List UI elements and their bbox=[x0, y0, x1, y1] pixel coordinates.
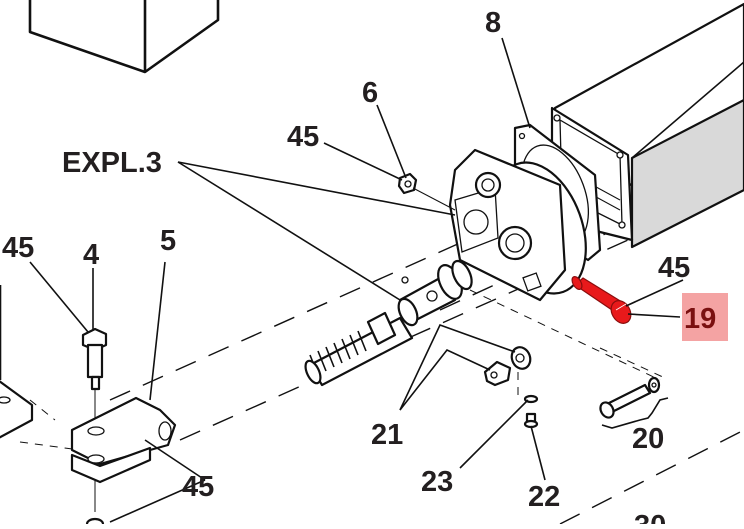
callout-45-bolt19[interactable]: 45 bbox=[658, 252, 690, 284]
nut-part-6 bbox=[397, 172, 456, 211]
highlight-box-19 bbox=[682, 293, 728, 341]
callout-30-partial[interactable]: 30 bbox=[634, 510, 666, 529]
housing-box-fragment bbox=[28, 0, 220, 74]
callout-23[interactable]: 23 bbox=[421, 466, 453, 498]
bolt-part-19-highlighted[interactable] bbox=[570, 275, 635, 327]
bolt-part-20 bbox=[599, 376, 669, 429]
shaft-assembly bbox=[304, 259, 473, 387]
callout-5[interactable]: 5 bbox=[160, 225, 176, 257]
callout-45-clevis[interactable]: 45 bbox=[182, 471, 214, 503]
callout-21[interactable]: 21 bbox=[371, 419, 403, 451]
callout-6[interactable]: 6 bbox=[362, 77, 378, 109]
callout-19-highlighted[interactable]: 19 bbox=[684, 303, 716, 335]
label-expl3: EXPL.3 bbox=[62, 147, 162, 179]
callout-8[interactable]: 8 bbox=[485, 7, 501, 39]
clevis-part-5 bbox=[70, 396, 177, 484]
callout-20[interactable]: 20 bbox=[632, 423, 664, 455]
leader-lines bbox=[29, 37, 684, 523]
washer-part-21 bbox=[483, 346, 532, 387]
callout-45-nut[interactable]: 45 bbox=[287, 121, 319, 153]
callout-45-pin[interactable]: 45 bbox=[2, 232, 34, 264]
callout-4[interactable]: 4 bbox=[83, 239, 99, 271]
callout-22[interactable]: 22 bbox=[528, 481, 560, 513]
base-bracket-left bbox=[0, 285, 34, 439]
washer-bottom bbox=[85, 517, 105, 529]
small-parts-22-23 bbox=[523, 394, 539, 429]
